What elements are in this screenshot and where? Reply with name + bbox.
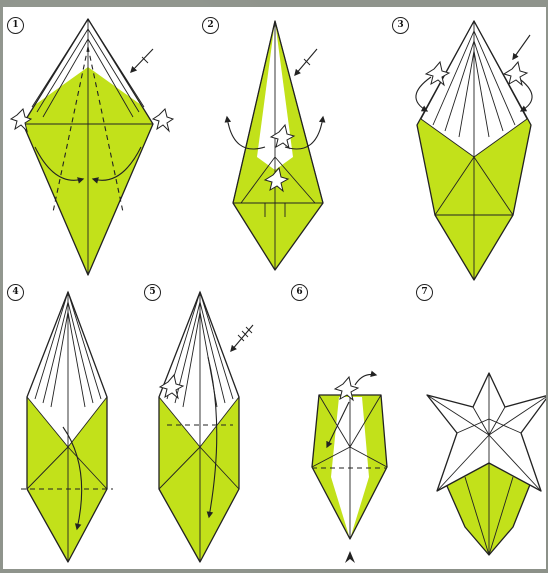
step-6-figure — [312, 374, 387, 563]
step-2-figure — [227, 21, 323, 270]
folding-diagram-svg — [3, 7, 546, 569]
push-arrow-icon — [131, 49, 153, 72]
step-1-figure — [11, 19, 173, 275]
step-5-figure — [159, 292, 253, 562]
push-arrow-icon — [231, 325, 253, 351]
step-6-pull-arrow — [355, 374, 376, 385]
step-7-figure — [427, 373, 546, 555]
star-hand-icon — [153, 109, 173, 131]
push-arrow-icon — [513, 35, 530, 59]
push-arrow-icon — [295, 49, 317, 75]
mountain-arrow-icon — [345, 551, 355, 563]
instruction-sheet: 1 2 3 4 5 6 7 — [3, 7, 546, 569]
step-3-figure — [416, 21, 532, 280]
step-4-figure — [21, 292, 113, 562]
